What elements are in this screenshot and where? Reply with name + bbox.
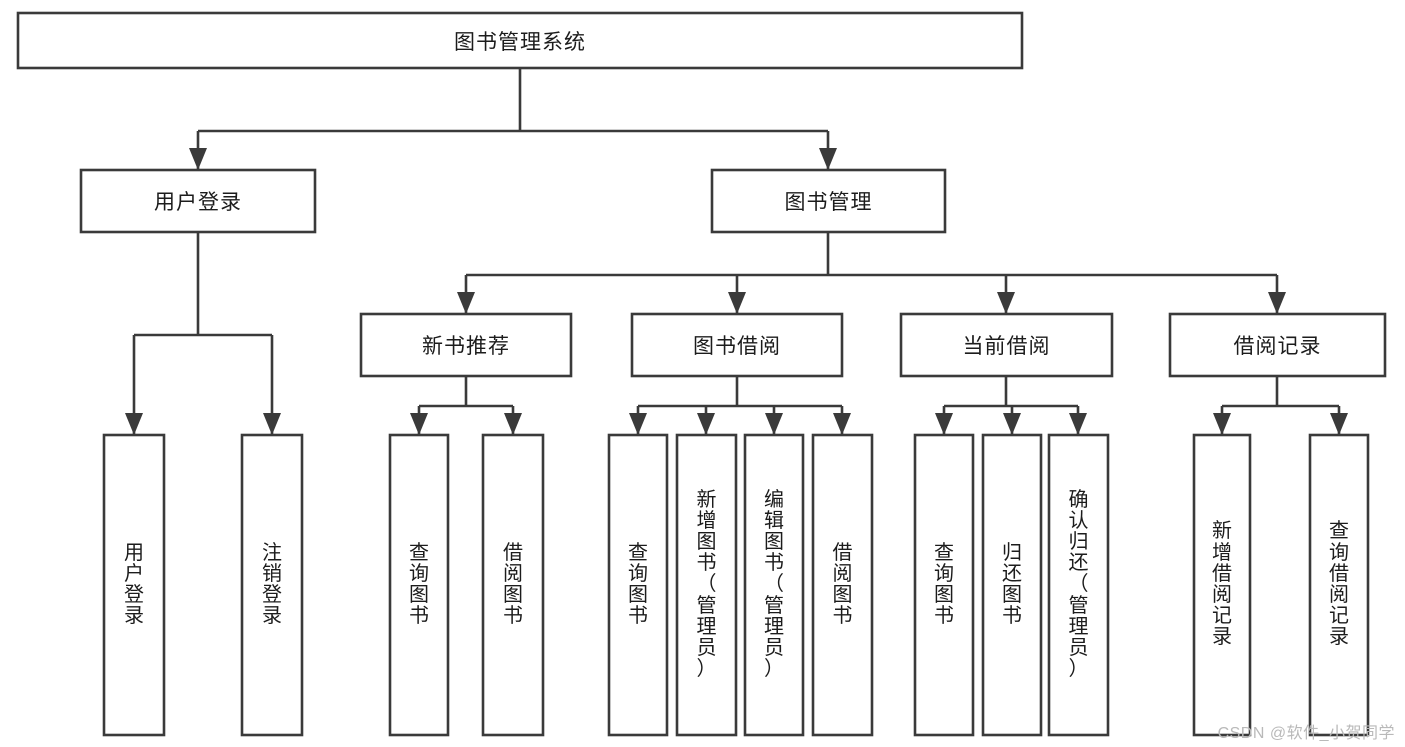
books-to-level3-arrow-3 (1268, 292, 1286, 314)
node-level3-2[interactable] (899, 312, 1114, 378)
borrow-to-leaves-arrow-0 (629, 413, 647, 435)
borrow-to-leaves-arrow-3 (833, 413, 851, 435)
node-leaf-10[interactable] (1047, 433, 1110, 737)
node-level3-0[interactable] (359, 312, 573, 378)
borrow-to-leaves-arrow-1 (697, 413, 715, 435)
login-to-leaves-arrow-1 (263, 413, 281, 435)
current-to-leaves-arrow-0 (935, 413, 953, 435)
record-to-leaves-arrow-0 (1213, 413, 1231, 435)
record-to-leaves-arrow-1 (1330, 413, 1348, 435)
node-leaf-5[interactable] (675, 433, 738, 737)
node-root[interactable] (16, 11, 1024, 70)
node-leaf-11[interactable] (1192, 433, 1252, 737)
node-level3-3[interactable] (1168, 312, 1387, 378)
node-leaf-12[interactable] (1308, 433, 1370, 737)
watermark-text: CSDN @软件_小贺同学 (1217, 725, 1395, 742)
newbook-to-leaves-arrow-0 (410, 413, 428, 435)
books-to-level3-arrow-1 (728, 292, 746, 314)
login-to-leaves-arrow-0 (125, 413, 143, 435)
books-to-level3-arrow-2 (997, 292, 1015, 314)
current-to-leaves-arrow-2 (1069, 413, 1087, 435)
boxes-layer (16, 11, 1387, 737)
node-leaf-0[interactable] (102, 433, 166, 737)
current-to-leaves-arrow-1 (1003, 413, 1021, 435)
node-leaf-1[interactable] (240, 433, 304, 737)
node-leaf-4[interactable] (607, 433, 669, 737)
node-leaf-3[interactable] (481, 433, 545, 737)
newbook-to-leaves-arrow-1 (504, 413, 522, 435)
node-level3-1[interactable] (630, 312, 844, 378)
node-leaf-8[interactable] (913, 433, 975, 737)
node-leaf-6[interactable] (743, 433, 805, 737)
borrow-to-leaves-arrow-2 (765, 413, 783, 435)
node-leaf-9[interactable] (981, 433, 1043, 737)
connectors-layer (125, 68, 1348, 435)
root-to-level2-arrow-1 (819, 148, 837, 170)
node-leaf-7[interactable] (811, 433, 874, 737)
node-level2-1[interactable] (710, 168, 947, 234)
root-to-level2-arrow-0 (189, 148, 207, 170)
node-leaf-2[interactable] (388, 433, 450, 737)
books-to-level3-arrow-0 (457, 292, 475, 314)
node-level2-0[interactable] (79, 168, 317, 234)
